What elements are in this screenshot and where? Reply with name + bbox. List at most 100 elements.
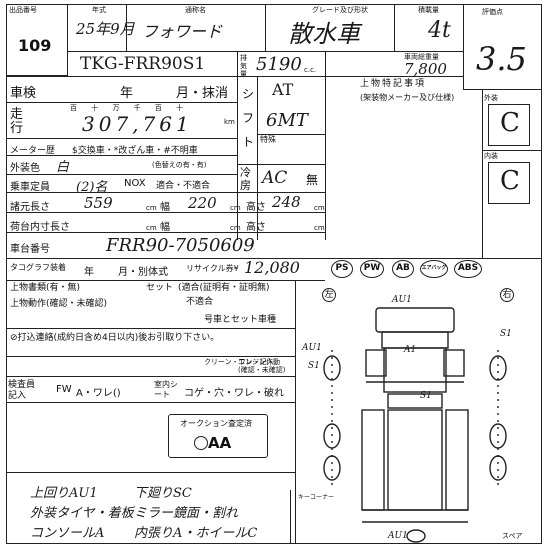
bed-label: 荷台内寸長さ <box>10 222 70 233</box>
lot-label: 出品番号 <box>9 6 37 14</box>
quality-label: クリーン・ワレ・記入 <box>204 358 274 366</box>
stamp-ring <box>194 436 208 450</box>
shift-line <box>237 164 325 165</box>
chassis-value: FRR90-7050609 <box>106 235 255 256</box>
operation-label: 上物動作(確認・未確認) <box>10 299 108 309</box>
exterior-grade: C <box>500 108 520 138</box>
width-value: 220 <box>188 194 217 212</box>
row-line <box>6 76 463 77</box>
meter-label: メーター歴 <box>10 146 56 156</box>
year-label: 年式 <box>92 6 106 14</box>
row-line <box>6 280 325 281</box>
recorder-divider <box>290 490 291 544</box>
nox-label: NOX <box>124 178 146 189</box>
recycle-label: リサイクル券¥ <box>186 264 239 273</box>
interior-grade: C <box>500 166 520 196</box>
stamp-logo: AA <box>208 434 232 452</box>
row-line <box>6 232 325 233</box>
lot-number: 109 <box>18 36 52 55</box>
bed-width-unit: cm <box>230 224 241 232</box>
auction-stamp <box>168 414 268 458</box>
capacity-value: 4t <box>428 18 451 43</box>
mileage-label: 走行 <box>10 107 24 136</box>
row-line <box>6 472 295 473</box>
row-line <box>6 174 237 175</box>
tacho-year: 年 <box>84 267 94 278</box>
docs-comply: (適合(証明有・証明無) <box>178 283 270 293</box>
length-value: 559 <box>84 194 113 212</box>
recorder-label: キーコーナー <box>298 494 335 501</box>
model-code: TKG-FRR90S1 <box>80 54 206 74</box>
diagram-mark: S1 <box>420 391 432 401</box>
mileage-value: 307,761 <box>82 112 193 136</box>
docs-noncomply: 不適合 <box>186 297 214 307</box>
equip-divider <box>325 76 326 240</box>
shift-line <box>257 134 325 135</box>
tacho-month: 月・別体式 <box>118 267 168 278</box>
bed-width-label: 幅 <box>160 222 170 233</box>
meter-options: $交換車・*改ざん車・#不明車 <box>72 146 198 156</box>
row-line <box>6 138 237 139</box>
row-line <box>6 212 325 213</box>
grade-value: 散水車 <box>288 20 360 48</box>
tacho-label: タコグラフ装着 <box>10 263 66 272</box>
inspector-label: 検査員記入 <box>8 380 36 401</box>
note-left: コンソールA <box>30 526 105 541</box>
cooling-label: 冷房 <box>240 166 251 192</box>
exterior-color-value: 白 <box>56 160 70 175</box>
ps-badge: PS <box>331 260 353 278</box>
spec-divider <box>237 76 238 240</box>
engine-label: エンジン作動 <box>238 358 280 366</box>
height-value: 248 <box>272 193 301 211</box>
gross-weight-value: 7,800 <box>404 60 447 78</box>
grade-line <box>482 150 542 151</box>
row-line <box>6 402 295 403</box>
exterior-grade-box <box>488 104 530 146</box>
stamp-title: オークション査定済 <box>180 419 252 428</box>
score-value: 3.5 <box>476 40 527 78</box>
row-line <box>6 258 542 259</box>
equip-title: 上物特記事項 <box>360 79 427 89</box>
ab-badge: AB <box>392 260 414 278</box>
model-value: フォワード <box>142 22 223 41</box>
fw-label: FW <box>56 384 72 395</box>
year-value: 25年9月 <box>76 20 135 38</box>
shift-value: AT <box>272 80 294 99</box>
bed-height-unit: cm <box>314 224 325 232</box>
bed-length-unit: cm <box>146 224 157 232</box>
shift-divider <box>257 76 258 240</box>
diagram-mark: AU1 <box>302 343 322 353</box>
grade-label: グレード及び形状 <box>312 6 368 14</box>
room-sheet-value: コゲ・穴・ワレ・破れ <box>184 388 284 399</box>
inspection-year: 年 <box>120 86 134 101</box>
length-unit: cm <box>146 204 157 212</box>
cooling-value: AC <box>262 168 288 188</box>
fw-value: A・ワレ() <box>76 388 121 399</box>
height-unit: cm <box>314 204 325 212</box>
row-line <box>6 328 295 329</box>
mileage-digits: 百 十 万 千 百 十 <box>70 104 190 112</box>
note-right: 内張りA・ホイールC <box>134 526 258 541</box>
row-line <box>6 155 237 156</box>
interior-grade-box <box>488 162 530 204</box>
equip-subtitle: (架装物メーカー及び仕様) <box>360 93 455 102</box>
capacity-label: 積載量 <box>418 6 439 14</box>
docs-set: セット <box>146 283 174 293</box>
row-line <box>6 376 295 377</box>
height-label: 高さ <box>246 202 266 213</box>
cooling-none: 無 <box>306 173 319 187</box>
diagram-right-label: 右 <box>500 288 514 302</box>
docs-label: 上物書類(有・無) <box>10 283 81 293</box>
serial-label: 号車とセット車種 <box>204 315 277 325</box>
score-box <box>463 4 542 90</box>
gross-weight-label: 車両総重量 <box>404 53 439 61</box>
displacement-label: 排気量 <box>240 54 247 78</box>
diagram-mark: S1 <box>308 361 320 371</box>
note-right: ミラー鏡面・割れ <box>134 506 239 521</box>
special-label: 特殊 <box>260 135 276 144</box>
model-label: 通称名 <box>185 6 206 14</box>
bed-height-label: 高さ <box>246 222 266 233</box>
row-line <box>6 102 237 103</box>
nox-value: 適合・不適合 <box>156 181 211 191</box>
abs-badge: ABS <box>454 260 482 278</box>
